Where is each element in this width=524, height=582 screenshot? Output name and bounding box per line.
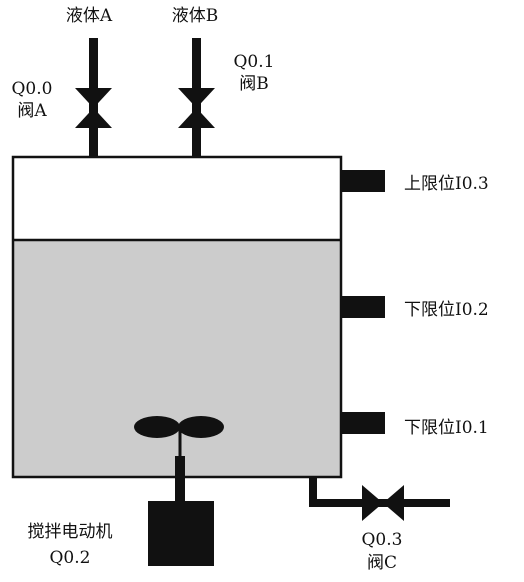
liquid-b-label: 液体B [171, 6, 219, 26]
lower-limit-sensor-1-icon [341, 296, 385, 318]
mixer-shaft [175, 456, 185, 502]
valve-c-name: 阀C [366, 553, 397, 573]
valve-b-icon[interactable] [178, 88, 215, 128]
mixer-motor-name: 搅拌电动机 [27, 522, 113, 542]
upper-limit-sensor-icon [341, 170, 385, 192]
valve-a-address: Q0.0 [11, 79, 53, 99]
valve-b-address: Q0.1 [233, 52, 275, 72]
lower-limit-2-label: 下限位I0.1 [404, 418, 489, 438]
upper-limit-label: 上限位I0.3 [404, 174, 489, 194]
mixer-motor-icon[interactable] [148, 501, 214, 566]
valve-c-address: Q0.3 [361, 530, 403, 550]
valve-a-icon[interactable] [75, 88, 112, 128]
liquid-fill [13, 240, 341, 477]
lower-limit-sensor-2-icon [341, 412, 385, 434]
mixer-blades-icon [134, 416, 224, 456]
liquid-a-label: 液体A [65, 6, 113, 26]
lower-limit-1-label: 下限位I0.2 [404, 300, 489, 320]
mixer-motor-address: Q0.2 [49, 548, 91, 568]
valve-a-name: 阀A [17, 101, 47, 121]
valve-b-name: 阀B [239, 74, 269, 94]
outlet-pipe [309, 477, 450, 507]
valve-c-icon[interactable] [362, 485, 404, 521]
